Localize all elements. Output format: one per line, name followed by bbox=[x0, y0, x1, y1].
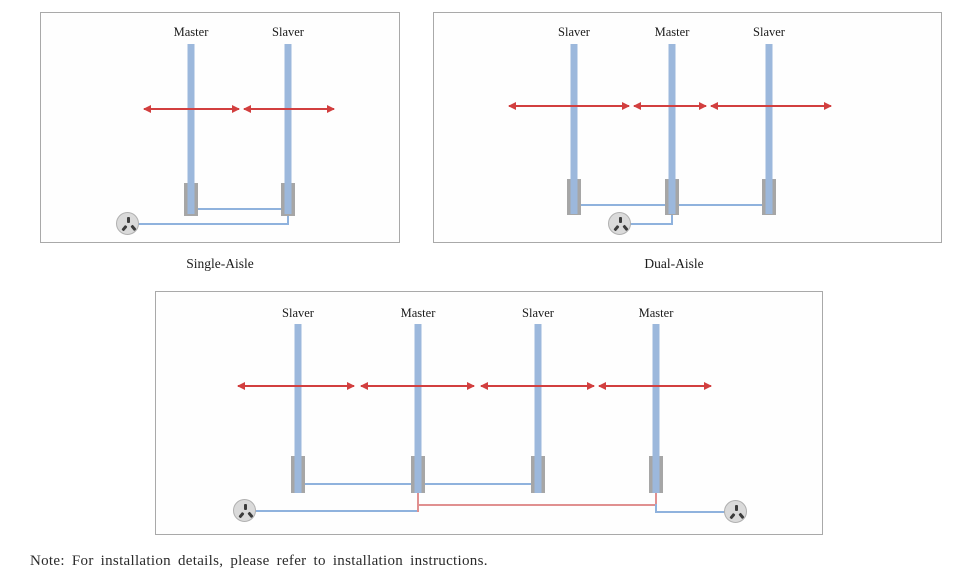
power-wire bbox=[620, 223, 673, 225]
double-headed-arrow bbox=[598, 382, 712, 390]
beam-label-slaver: Slaver bbox=[558, 25, 590, 39]
socket-slot bbox=[735, 504, 738, 511]
beam-label-master: Master bbox=[173, 25, 209, 39]
power-socket-icon bbox=[233, 499, 256, 522]
master-link-wire bbox=[655, 493, 657, 505]
slaver-beam bbox=[765, 44, 773, 214]
slaver-beam bbox=[284, 44, 292, 214]
master-beam bbox=[187, 44, 195, 214]
power-socket-icon bbox=[116, 212, 139, 235]
socket-slot bbox=[244, 503, 247, 510]
double-headed-arrow bbox=[480, 382, 595, 390]
socket-slot bbox=[619, 216, 622, 223]
link-wire bbox=[191, 208, 288, 210]
double-headed-arrow bbox=[633, 102, 707, 110]
double-headed-arrow bbox=[243, 105, 335, 113]
single-aisle-panel: Master Slaver bbox=[40, 12, 400, 243]
power-wire bbox=[287, 215, 289, 225]
socket-slot bbox=[121, 224, 128, 232]
beam-label-master: Master bbox=[654, 25, 690, 39]
master-link-wire bbox=[417, 493, 419, 512]
beam-label-master: Master bbox=[400, 306, 436, 320]
installation-note: Note: For installation details, please r… bbox=[30, 553, 488, 569]
dual-aisle-panel: Slaver Master Slaver bbox=[433, 12, 942, 243]
beam-label-master: Master bbox=[638, 306, 674, 320]
socket-slot bbox=[729, 512, 736, 520]
beam-label-slaver: Slaver bbox=[272, 25, 304, 39]
master-beam bbox=[652, 324, 660, 493]
socket-slot bbox=[127, 216, 130, 223]
beam-label-slaver: Slaver bbox=[753, 25, 785, 39]
master-beam bbox=[668, 44, 676, 214]
single-aisle-caption: Single-Aisle bbox=[186, 256, 254, 271]
power-wire bbox=[671, 215, 673, 225]
slaver-beam bbox=[570, 44, 578, 214]
power-socket-icon bbox=[608, 212, 631, 235]
master-link-wire bbox=[417, 504, 656, 506]
double-headed-arrow bbox=[710, 102, 832, 110]
socket-slot bbox=[129, 224, 136, 232]
socket-slot bbox=[737, 512, 744, 520]
beam-label-slaver: Slaver bbox=[282, 306, 314, 320]
double-headed-arrow bbox=[143, 105, 240, 113]
double-headed-arrow bbox=[360, 382, 475, 390]
double-headed-arrow bbox=[508, 102, 630, 110]
power-wire bbox=[245, 510, 418, 512]
socket-slot bbox=[613, 224, 620, 232]
dual-aisle-caption: Dual-Aisle bbox=[644, 256, 704, 271]
power-socket-icon bbox=[724, 500, 747, 523]
beam-label-slaver: Slaver bbox=[522, 306, 554, 320]
double-headed-arrow bbox=[237, 382, 355, 390]
power-wire bbox=[655, 504, 657, 513]
socket-slot bbox=[246, 511, 253, 519]
socket-slot bbox=[621, 224, 628, 232]
power-wire bbox=[655, 511, 726, 513]
power-wire bbox=[128, 223, 289, 225]
socket-slot bbox=[238, 511, 245, 519]
quad-beam-panel: Slaver Master Slaver Master bbox=[155, 291, 823, 535]
slaver-beam bbox=[534, 324, 542, 493]
master-beam bbox=[414, 324, 422, 493]
slaver-beam bbox=[294, 324, 302, 493]
